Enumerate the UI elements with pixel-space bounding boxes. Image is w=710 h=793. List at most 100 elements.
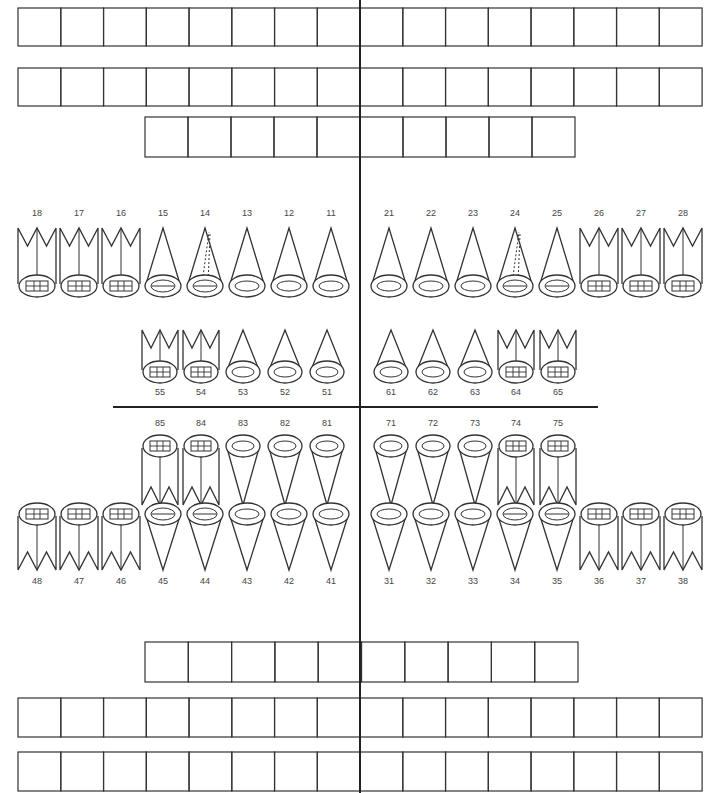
tooth-crown-inner — [193, 508, 217, 520]
tooth-number: 72 — [427, 418, 439, 428]
record-cell — [659, 752, 702, 791]
tooth-symbol — [310, 435, 344, 505]
tooth-symbol — [183, 435, 219, 505]
tooth-number: 31 — [383, 576, 395, 586]
tooth-number: 64 — [510, 387, 522, 397]
tooth-fissure — [152, 514, 174, 515]
tooth-crown — [187, 503, 223, 525]
tooth-number: 71 — [385, 418, 397, 428]
tooth-number: 46 — [115, 576, 127, 586]
tooth-crown-inner — [419, 509, 443, 519]
tooth-crown — [61, 275, 97, 297]
tooth-crown-inner — [672, 509, 694, 519]
tooth-crown — [541, 435, 575, 457]
tooth-fissure — [40, 509, 41, 519]
tooth-symbol — [145, 503, 181, 570]
tooth-crown-inner — [277, 509, 301, 519]
tooth-number: 11 — [325, 208, 336, 218]
tooth-fissure — [519, 441, 520, 451]
record-cell — [61, 698, 104, 737]
tooth-crown — [455, 503, 491, 525]
record-cell — [104, 8, 147, 46]
record-cell — [18, 8, 61, 46]
tooth-crown-inner — [316, 441, 338, 451]
record-cell — [317, 752, 360, 791]
tooth-number: 27 — [635, 208, 647, 218]
tooth-fissure — [602, 281, 603, 291]
tooth-number: 73 — [469, 418, 481, 428]
record-cell — [531, 68, 574, 106]
tooth-number: 17 — [73, 208, 85, 218]
record-row — [145, 642, 578, 682]
tooth-symbol — [271, 503, 307, 570]
tooth-symbol — [268, 435, 302, 505]
tooth-number: 84 — [195, 418, 207, 428]
tooth-number: 26 — [593, 208, 605, 218]
tooth-crown — [499, 435, 533, 457]
tooth-symbol — [374, 435, 408, 505]
tooth-crown-inner — [461, 509, 485, 519]
record-cell — [189, 68, 232, 106]
tooth-crown-inner — [422, 441, 444, 451]
record-cell — [232, 8, 275, 46]
tooth-fissure — [630, 286, 652, 287]
tooth-crown-inner — [548, 367, 568, 377]
tooth-crown-inner — [68, 509, 90, 519]
record-cell — [61, 752, 104, 791]
tooth-crown-inner — [545, 508, 569, 520]
record-cell — [104, 698, 147, 737]
record-cell — [488, 8, 531, 46]
tooth-crown-inner — [26, 509, 48, 519]
record-cell — [446, 68, 489, 106]
tooth-crown-inner — [548, 441, 568, 451]
tooth-fissure — [124, 509, 125, 519]
record-cell — [275, 698, 318, 737]
tooth-symbol — [145, 228, 181, 297]
tooth-fissure — [40, 281, 41, 291]
record-cell — [617, 68, 660, 106]
tooth-fissure — [26, 514, 48, 515]
tooth-crown-inner — [274, 441, 296, 451]
record-cell — [189, 752, 232, 791]
tooth-fissure — [596, 509, 597, 519]
jaw-separator — [113, 406, 598, 408]
tooth-crown-inner — [235, 509, 259, 519]
tooth-crown-inner — [68, 281, 90, 291]
tooth-number: 44 — [199, 576, 211, 586]
tooth-fissure — [513, 367, 514, 377]
tooth-number: 28 — [677, 208, 689, 218]
tooth-crown-inner — [422, 367, 444, 377]
tooth-number: 35 — [551, 576, 563, 586]
record-cell — [188, 642, 231, 682]
tooth-number: 12 — [283, 208, 295, 218]
tooth-number: 25 — [551, 208, 563, 218]
record-cell — [360, 752, 403, 791]
record-cell — [574, 68, 617, 106]
record-cell — [145, 642, 188, 682]
tooth-crown — [313, 503, 349, 525]
tooth-crown — [374, 361, 408, 383]
tooth-fissure — [163, 441, 164, 451]
tooth-number: 43 — [241, 576, 253, 586]
tooth-crown — [665, 275, 701, 297]
tooth-crown — [416, 435, 450, 457]
record-cell — [232, 752, 275, 791]
tooth-crown-inner — [191, 367, 211, 377]
tooth-crown-inner — [630, 281, 652, 291]
record-cell — [275, 68, 318, 106]
tooth-fissure — [124, 281, 125, 291]
tooth-symbol — [102, 228, 140, 297]
tooth-crown — [310, 435, 344, 457]
record-cell — [189, 698, 232, 737]
tooth-crown-inner — [150, 441, 170, 451]
tooth-symbol — [413, 503, 449, 570]
tooth-crown — [413, 503, 449, 525]
tooth-number: 45 — [157, 576, 169, 586]
tooth-number: 65 — [552, 387, 564, 397]
tooth-crown — [458, 435, 492, 457]
tooth-crown-inner — [503, 280, 527, 292]
tooth-fissure — [506, 446, 526, 447]
record-cell — [405, 642, 448, 682]
tooth-number: 32 — [425, 576, 437, 586]
